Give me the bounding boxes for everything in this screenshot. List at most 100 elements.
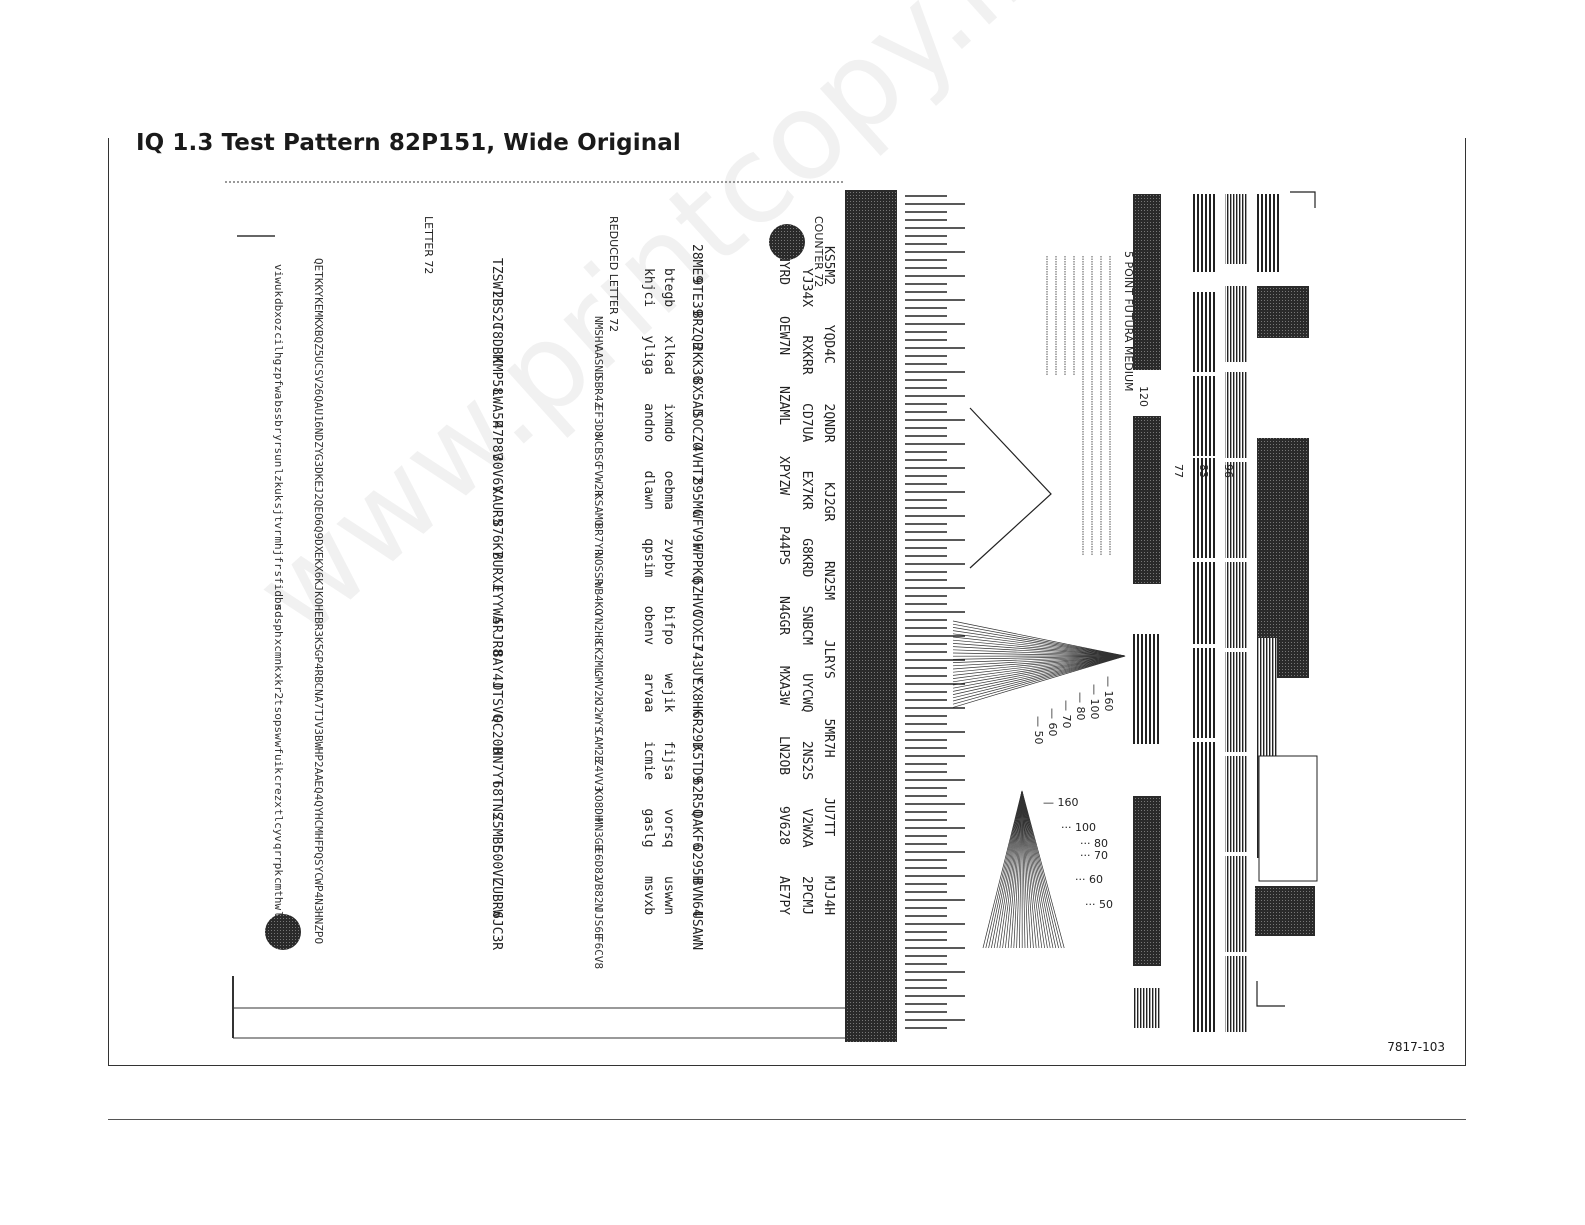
- fan-line: [952, 655, 1126, 692]
- pattern-text-col_c: 2NS2S: [799, 741, 814, 780]
- fan-level-label: — 160: [1102, 676, 1115, 712]
- pattern-text-col_d: MJJ4H: [821, 876, 836, 915]
- pattern-text-words_1: vorsq: [661, 808, 676, 847]
- pattern-text-col_f: GMV2K: [592, 670, 605, 703]
- pattern-text-left_pairs: YKEMK: [312, 291, 325, 324]
- barcode-columns: 12077839632706082P151: [1133, 194, 1315, 1032]
- pattern-text-left_small: sopsw: [272, 707, 285, 740]
- fan-line: [952, 655, 1126, 686]
- pattern-text-left_small: sjtvr: [272, 502, 285, 535]
- pattern-text-col_a: 6R29D: [689, 711, 704, 750]
- pattern-text-left_small: lzkuk: [272, 468, 285, 501]
- pattern-text-left_pairs: XBQZ5: [312, 323, 325, 356]
- pattern-text-col_c: CD7UA: [799, 403, 814, 442]
- halftone-block: [1133, 194, 1161, 370]
- pattern-text-col_a: WPPKQ: [689, 544, 704, 583]
- pattern-text-col_d: JU7TT: [821, 797, 836, 836]
- pattern-text-col_f: SBR4Z: [592, 375, 605, 408]
- pattern-text-col_f: J2WYS: [592, 700, 605, 733]
- pattern-text-left_pairs: J2QEO: [312, 487, 325, 520]
- fan-line: [952, 655, 1126, 705]
- fan-line: [952, 655, 1126, 660]
- pattern-text-col_b: 8AY4J: [489, 650, 504, 689]
- barcode-block: [1257, 194, 1279, 272]
- pattern-text-words_1: wejik: [661, 673, 676, 712]
- pattern-text-left_pairs: HCMHF: [312, 813, 325, 846]
- fan-line: [1021, 790, 1057, 949]
- pattern-text-col_a: BRZQB: [689, 311, 704, 350]
- pattern-text-col_c: RXKRR: [799, 336, 814, 375]
- pattern-text-words_2: qpsim: [641, 538, 656, 577]
- pattern-text-col_b: 876K7: [489, 519, 504, 558]
- letter-label: LETTER 72: [422, 216, 435, 274]
- pattern-text-col_a: WFV9F: [689, 511, 704, 550]
- fan-level-label: ··· 70: [1080, 849, 1108, 862]
- pattern-text-left_pairs: UCSV2: [312, 356, 325, 389]
- pattern-text-left_small: cilhg: [272, 332, 285, 365]
- pattern-text-col_a: DAKF6: [689, 811, 704, 850]
- bar-number: 96: [1222, 464, 1235, 478]
- fan-line: [952, 649, 1126, 657]
- fan-line: [952, 655, 1126, 663]
- barcode-block: [1193, 194, 1217, 272]
- fan-line: [952, 646, 1126, 657]
- fan-line: [952, 636, 1126, 657]
- barcode-block: [1225, 462, 1247, 558]
- pattern-text-col_a: 8X5AD: [689, 377, 704, 416]
- pattern-text-col_f: CAM2B: [592, 729, 605, 762]
- barcode-block: [1225, 372, 1247, 458]
- pattern-text-left_small: wfuik: [272, 741, 285, 774]
- pattern-text-words_2: gaslg: [641, 808, 656, 847]
- fan-level-label: — 160: [1043, 796, 1079, 809]
- pattern-text-col_b: OTSVG: [489, 682, 504, 721]
- pattern-text-left_small: viwuk: [272, 264, 285, 297]
- pattern-text-left_small: cmthw: [272, 877, 285, 910]
- pattern-text-col_a: 895MC: [689, 477, 704, 516]
- fan-line: [952, 655, 1126, 673]
- fan-line: [1021, 790, 1031, 949]
- pattern-text-col_b: 47P8V: [489, 421, 504, 460]
- fan-line: [952, 623, 1126, 657]
- pattern-text-col_c: SNBCM: [799, 606, 814, 645]
- pattern-text-words_1: uswwn: [661, 876, 676, 915]
- pattern-text-col_f: MN3GB: [592, 818, 605, 851]
- pattern-text-col_a: 743UY: [689, 644, 704, 683]
- chevron-mark: [969, 407, 1052, 569]
- halftone-block: [1257, 286, 1309, 338]
- fan-level-label: ··· 100: [1061, 821, 1096, 834]
- pattern-text-col_f: JJS6E: [592, 906, 605, 939]
- fan-line: [952, 630, 1126, 657]
- pattern-text-col_e: N4GGR: [776, 596, 791, 635]
- pattern-text-left_pairs: QETKK: [312, 258, 325, 291]
- pattern-text-left_pairs: PQSYC: [312, 846, 325, 879]
- fan-line: [952, 627, 1126, 657]
- pattern-text-col_f: YN2H8: [592, 611, 605, 644]
- pattern-text-col_a: 0295H: [689, 844, 704, 883]
- fan-line: [1013, 790, 1023, 949]
- pattern-text-col_a: BVN64: [689, 878, 704, 917]
- pattern-text-left_small: xcmnk: [272, 639, 285, 672]
- fan-line: [1021, 790, 1062, 949]
- pattern-text-left_small: mhjfr: [272, 536, 285, 569]
- pattern-text-col_c: YJ34X: [799, 268, 814, 307]
- fan-level-label: — 60: [1046, 708, 1059, 737]
- fan-line: [1002, 790, 1023, 949]
- barcode-block: [1133, 988, 1161, 1028]
- pattern-text-col_a: 28ME9: [689, 244, 704, 283]
- fan-line: [993, 790, 1023, 949]
- barcode-block: [1225, 856, 1247, 952]
- fan-line: [1019, 790, 1023, 949]
- pattern-text-col_f: WB4KO: [592, 582, 605, 615]
- barcode-block: [1193, 458, 1217, 558]
- fan-line: [1021, 790, 1043, 949]
- fan-level-label: ··· 50: [1085, 898, 1113, 911]
- rotated-text-block: KS5M2YQD4C2QNDRKJ2GRRN25MJLRYS5MR7HJU7TT…: [272, 216, 1135, 969]
- fan-line: [952, 655, 1126, 689]
- pattern-text-col_c: UYCWQ: [799, 673, 814, 712]
- pattern-text-words_2: obenv: [641, 606, 656, 645]
- part-number-box: [1258, 755, 1318, 882]
- pattern-text-left_small: xkr2t: [272, 673, 285, 706]
- pattern-text-left_pairs: GP4RB: [312, 650, 325, 683]
- fan-line: [952, 655, 1126, 667]
